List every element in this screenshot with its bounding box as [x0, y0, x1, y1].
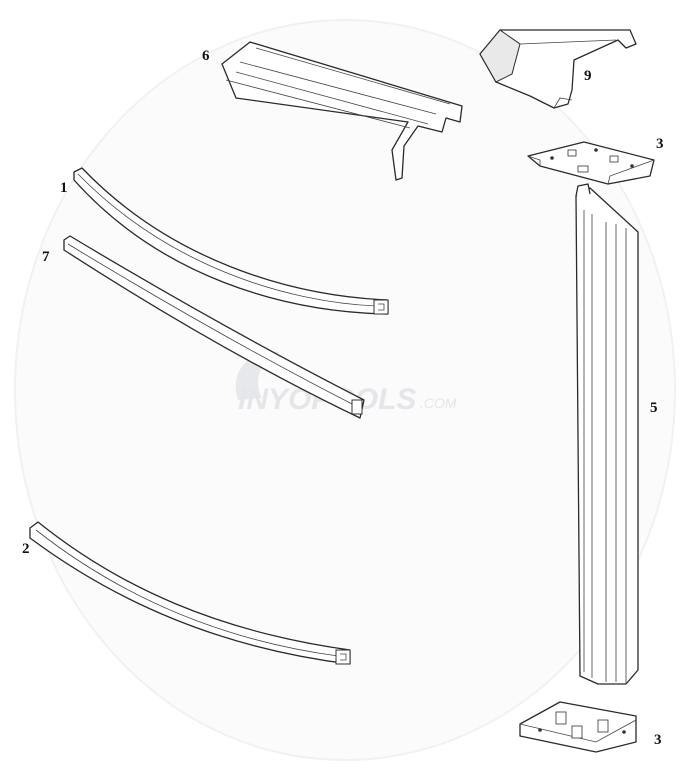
- callout-9: 9: [584, 68, 592, 84]
- callout-6: 6: [202, 48, 210, 64]
- part-6-top-cap[interactable]: [221, 41, 463, 181]
- watermark-suffix: .COM: [420, 395, 457, 411]
- watermark-swoosh-icon: [235, 351, 280, 400]
- part-9-corner-cap[interactable]: [479, 29, 637, 109]
- part-1-top-rail[interactable]: [73, 167, 389, 315]
- part-7-stabilizer-rail[interactable]: [63, 235, 365, 419]
- callout-1: 1: [60, 180, 68, 196]
- callout-3-bottom: 3: [654, 732, 662, 748]
- part-5-upright[interactable]: [575, 183, 639, 685]
- part-3-bottom-plate[interactable]: [519, 701, 637, 753]
- part-2-bottom-track[interactable]: [29, 521, 351, 665]
- callout-3-top: 3: [656, 136, 664, 152]
- callout-5: 5: [650, 400, 658, 416]
- callout-2: 2: [22, 541, 30, 557]
- callout-7: 7: [42, 249, 50, 265]
- part-3-top-plate[interactable]: [527, 141, 655, 185]
